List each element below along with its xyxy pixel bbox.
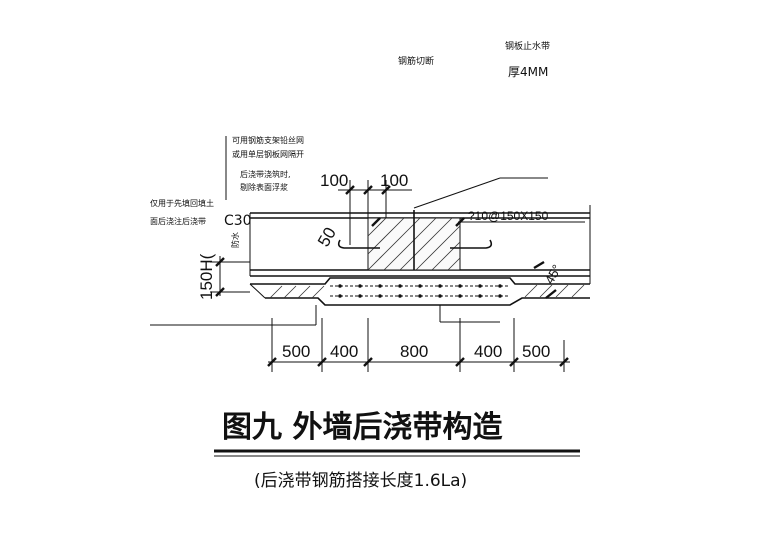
dim-tick bbox=[533, 260, 545, 270]
dim-400-right: 400 bbox=[474, 342, 502, 361]
backfill-note-line2: 面后浇注后浇带 bbox=[150, 216, 206, 226]
waterproof-label: 防水 bbox=[230, 232, 240, 248]
pour-note-line2: 剔除表面浮浆 bbox=[240, 182, 288, 192]
pour-note-line1: 后浇带浇筑时, bbox=[240, 169, 291, 179]
waterstop-thickness-label: 厚4MM bbox=[508, 65, 548, 79]
figure-title: 图九 外墙后浇带构造 bbox=[222, 410, 502, 445]
dim-400-left: 400 bbox=[330, 342, 358, 361]
dim-800: 800 bbox=[400, 342, 428, 361]
mesh-note-line1: 可用钢筋支架铅丝网 bbox=[232, 135, 304, 145]
dim-100-right: 100 bbox=[380, 171, 408, 190]
concrete-grade-label: C30 bbox=[224, 213, 252, 229]
dim-100-left: 100 bbox=[320, 171, 348, 190]
dim-50-label: 50 bbox=[314, 224, 340, 250]
dim-tick bbox=[545, 289, 557, 299]
waterstop-label: 钢板止水带 bbox=[505, 40, 550, 52]
rebar-spec-label: ?10@150X150 bbox=[468, 209, 549, 223]
mesh-note-line2: 或用单层钢板网隔开 bbox=[232, 149, 304, 159]
bottom-dim-ticks bbox=[267, 318, 569, 372]
floor-slab bbox=[249, 277, 590, 306]
dim-45-label: 45° bbox=[542, 262, 565, 287]
dim-500-right: 500 bbox=[522, 342, 550, 361]
rebar-hook-right bbox=[450, 239, 493, 249]
rebar-hook-left bbox=[337, 239, 380, 249]
slab-rebar-dots bbox=[338, 284, 502, 298]
figure-subtitle: (后浇带钢筋搭接长度1.6La) bbox=[254, 471, 467, 491]
backfill-note-line1: 仅用于先填回填土 bbox=[150, 198, 214, 208]
dim-500-left: 500 bbox=[282, 342, 310, 361]
rebar-tick bbox=[371, 217, 381, 227]
waterstop-leader bbox=[413, 177, 501, 209]
dim-150h-label: 150H( bbox=[197, 253, 216, 300]
rebar-cut-label: 钢筋切断 bbox=[398, 55, 434, 67]
